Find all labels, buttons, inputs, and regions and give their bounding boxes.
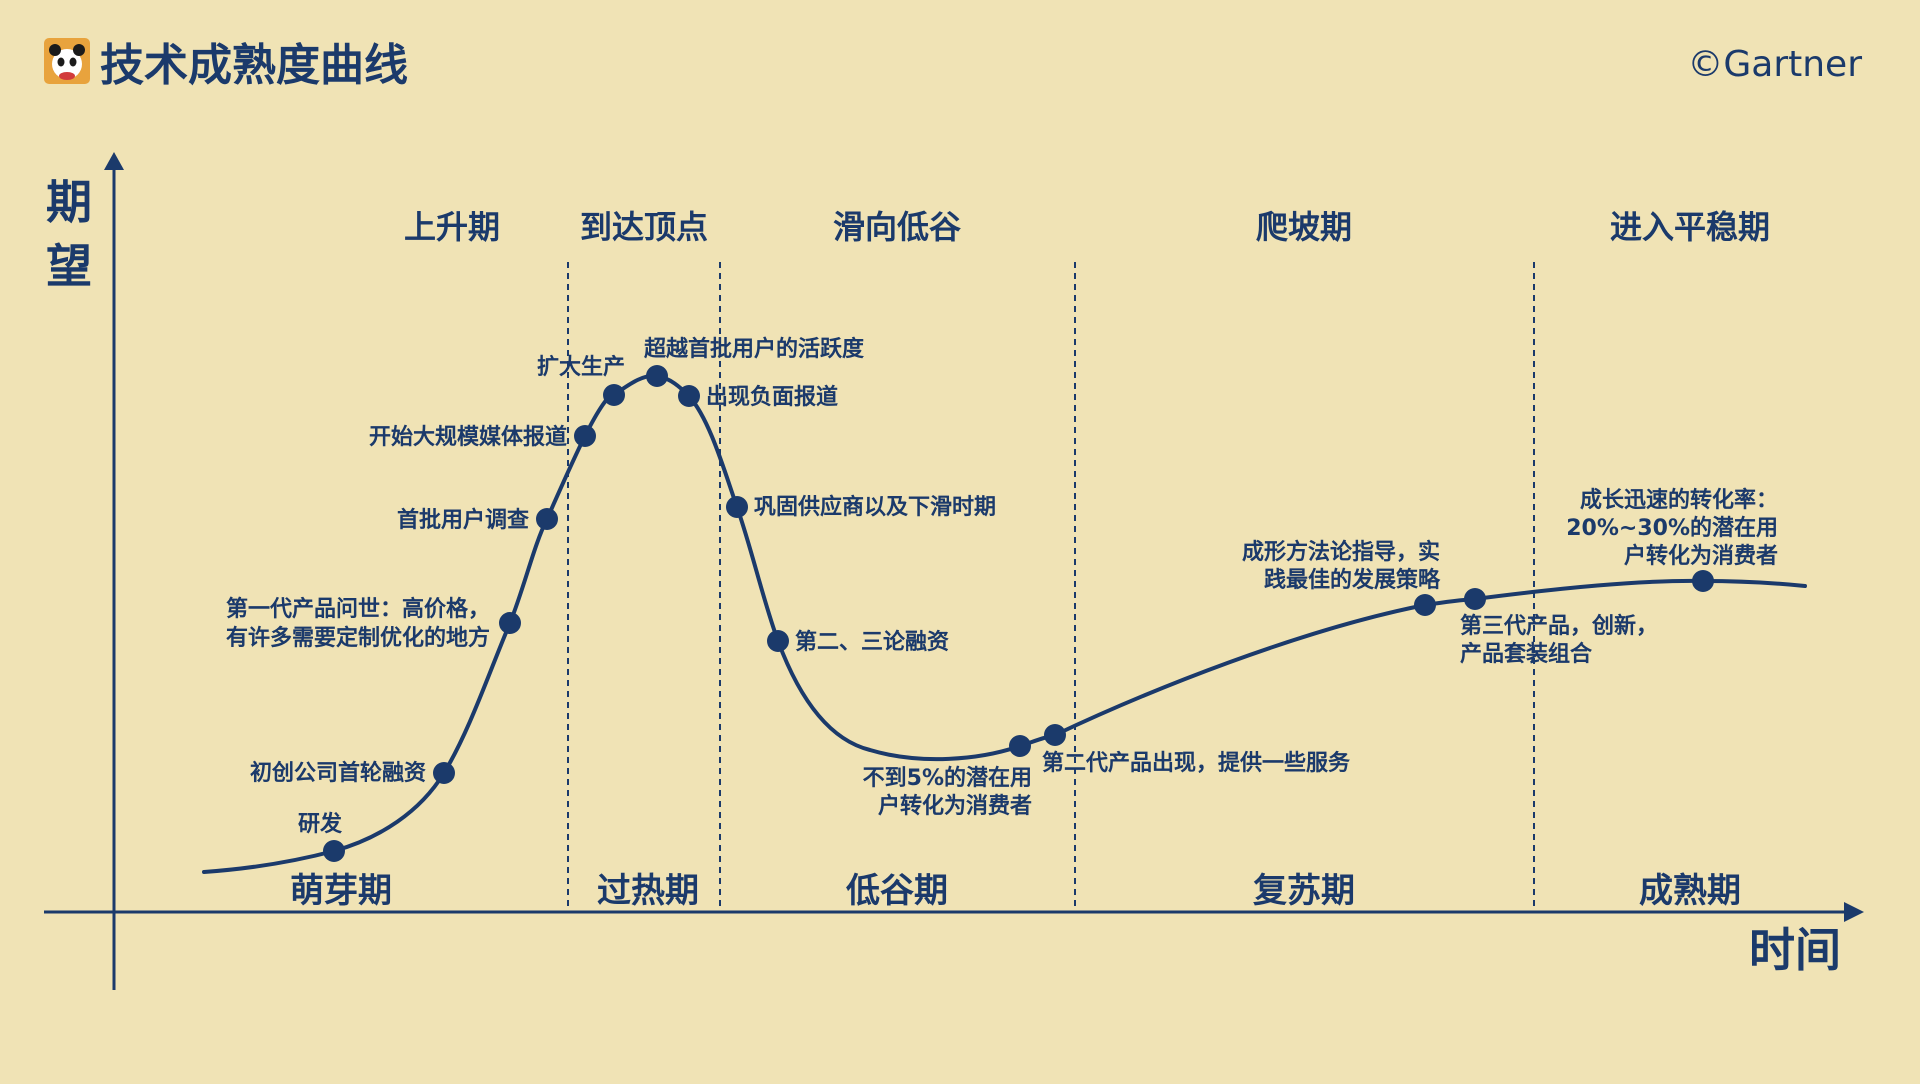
panda-icon: [44, 38, 90, 84]
x-axis-label: 时间: [1749, 923, 1841, 977]
phase-bottom-label-4: 复苏期: [1253, 871, 1355, 911]
milestone-label: 成形方法论指导，实: [1242, 539, 1440, 565]
milestone-dot: [646, 365, 668, 387]
milestone-label: 出现负面报道: [706, 384, 838, 410]
milestone-label: 成长迅速的转化率：: [1580, 487, 1778, 513]
copyright-text: ©Gartner: [1687, 44, 1862, 85]
milestone-dot: [767, 630, 789, 652]
milestone-label: 第一代产品问世：高价格，: [226, 596, 490, 622]
milestone-label: 户转化为消费者: [1624, 543, 1778, 569]
milestone-dot: [433, 762, 455, 784]
milestone-label: 第二、三论融资: [795, 629, 949, 655]
milestone-label: 超越首批用户的活跃度: [644, 336, 865, 362]
milestone-dots: [323, 365, 1714, 862]
milestone-dot: [678, 385, 700, 407]
phase-top-label-5: 进入平稳期: [1610, 208, 1770, 246]
milestone-dot: [726, 496, 748, 518]
milestone-dot: [499, 612, 521, 634]
milestone-label: 有许多需要定制优化的地方: [226, 625, 490, 651]
milestone-label: 开始大规模媒体报道: [369, 424, 567, 450]
milestone-dot: [603, 384, 625, 406]
milestone-dot: [1414, 594, 1436, 616]
y-axis-label-1: 期: [46, 175, 92, 229]
phase-top-label-2: 到达顶点: [580, 208, 708, 246]
axes: [44, 152, 1864, 990]
milestone-label: 产品套装组合: [1460, 641, 1593, 667]
milestone-dot: [323, 840, 345, 862]
milestone-dot: [574, 425, 596, 447]
y-axis-label-2: 望: [46, 239, 92, 293]
phase-bottom-label-3: 低谷期: [846, 871, 948, 911]
milestone-label: 户转化为消费者: [878, 793, 1032, 819]
milestone-dot: [1044, 724, 1066, 746]
milestone-dot: [1009, 735, 1031, 757]
milestone-label: 研发: [298, 811, 343, 837]
milestone-label: 首批用户调查: [397, 507, 529, 533]
phase-labels-bottom: 萌芽期 过热期 低谷期 复苏期 成熟期: [290, 871, 1741, 911]
milestone-label: 初创公司首轮融资: [250, 760, 426, 786]
phase-labels-top: 上升期 到达顶点 滑向低谷 爬坡期 进入平稳期: [404, 208, 1770, 246]
phase-top-label-3: 滑向低谷: [833, 208, 961, 246]
phase-dividers: [567, 262, 1535, 912]
milestone-dot: [1692, 570, 1714, 592]
phase-top-label-4: 爬坡期: [1256, 208, 1352, 246]
phase-bottom-label-5: 成熟期: [1639, 871, 1741, 911]
page-title: 技术成熟度曲线: [100, 40, 408, 91]
milestone-label: 第二代产品出现，提供一些服务: [1042, 750, 1351, 776]
y-axis-arrow-icon: [104, 152, 124, 170]
x-axis-arrow-icon: [1844, 902, 1864, 922]
milestone-annotations: 研发 初创公司首轮融资 第一代产品问世：高价格， 有许多需要定制优化的地方 首批…: [226, 336, 1778, 837]
milestone-label: 第三代产品，创新，: [1460, 613, 1658, 639]
milestone-label: 20%~30%的潜在用: [1566, 515, 1778, 541]
phase-bottom-label-1: 萌芽期: [290, 871, 392, 911]
phase-top-label-1: 上升期: [404, 208, 500, 246]
milestone-label: 扩大生产: [537, 355, 625, 380]
milestone-label: 不到5%的潜在用: [863, 765, 1032, 791]
milestone-dot: [536, 508, 558, 530]
hype-curve: [202, 373, 1807, 874]
milestone-label: 巩固供应商以及下滑时期: [754, 494, 996, 520]
milestone-label: 践最佳的发展策略: [1264, 567, 1441, 593]
milestone-dot: [1464, 588, 1486, 610]
phase-bottom-label-2: 过热期: [597, 871, 699, 911]
